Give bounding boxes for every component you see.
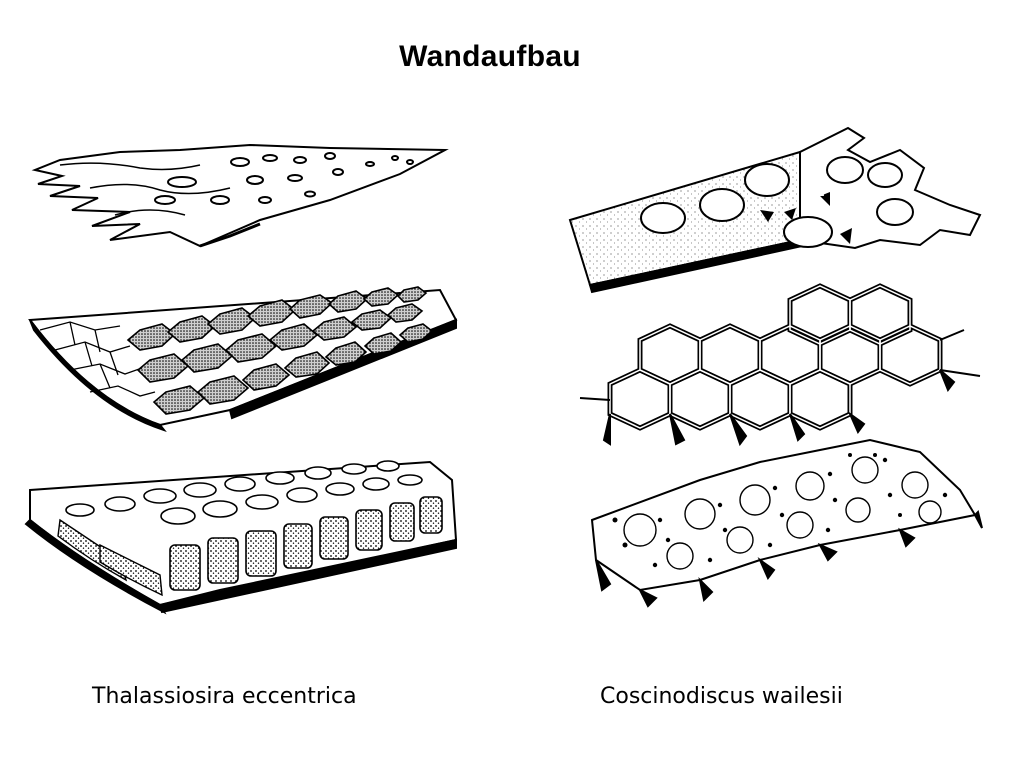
caption-right: Coscinodiscus wailesii <box>600 684 843 709</box>
left-layer-3-chambered-wall <box>24 460 458 615</box>
right-layer-1-porous-plate <box>568 126 982 294</box>
left-layer-2-hexagonal-areolae <box>28 286 458 432</box>
right-layer-2-hexagonal-framework <box>579 283 981 447</box>
left-layer-1-perforated-plate <box>31 143 449 248</box>
right-layer-3-cribra <box>590 438 983 608</box>
caption-left: Thalassiosira eccentrica <box>92 684 357 709</box>
diagram-title: Wandaufbau <box>399 40 581 73</box>
